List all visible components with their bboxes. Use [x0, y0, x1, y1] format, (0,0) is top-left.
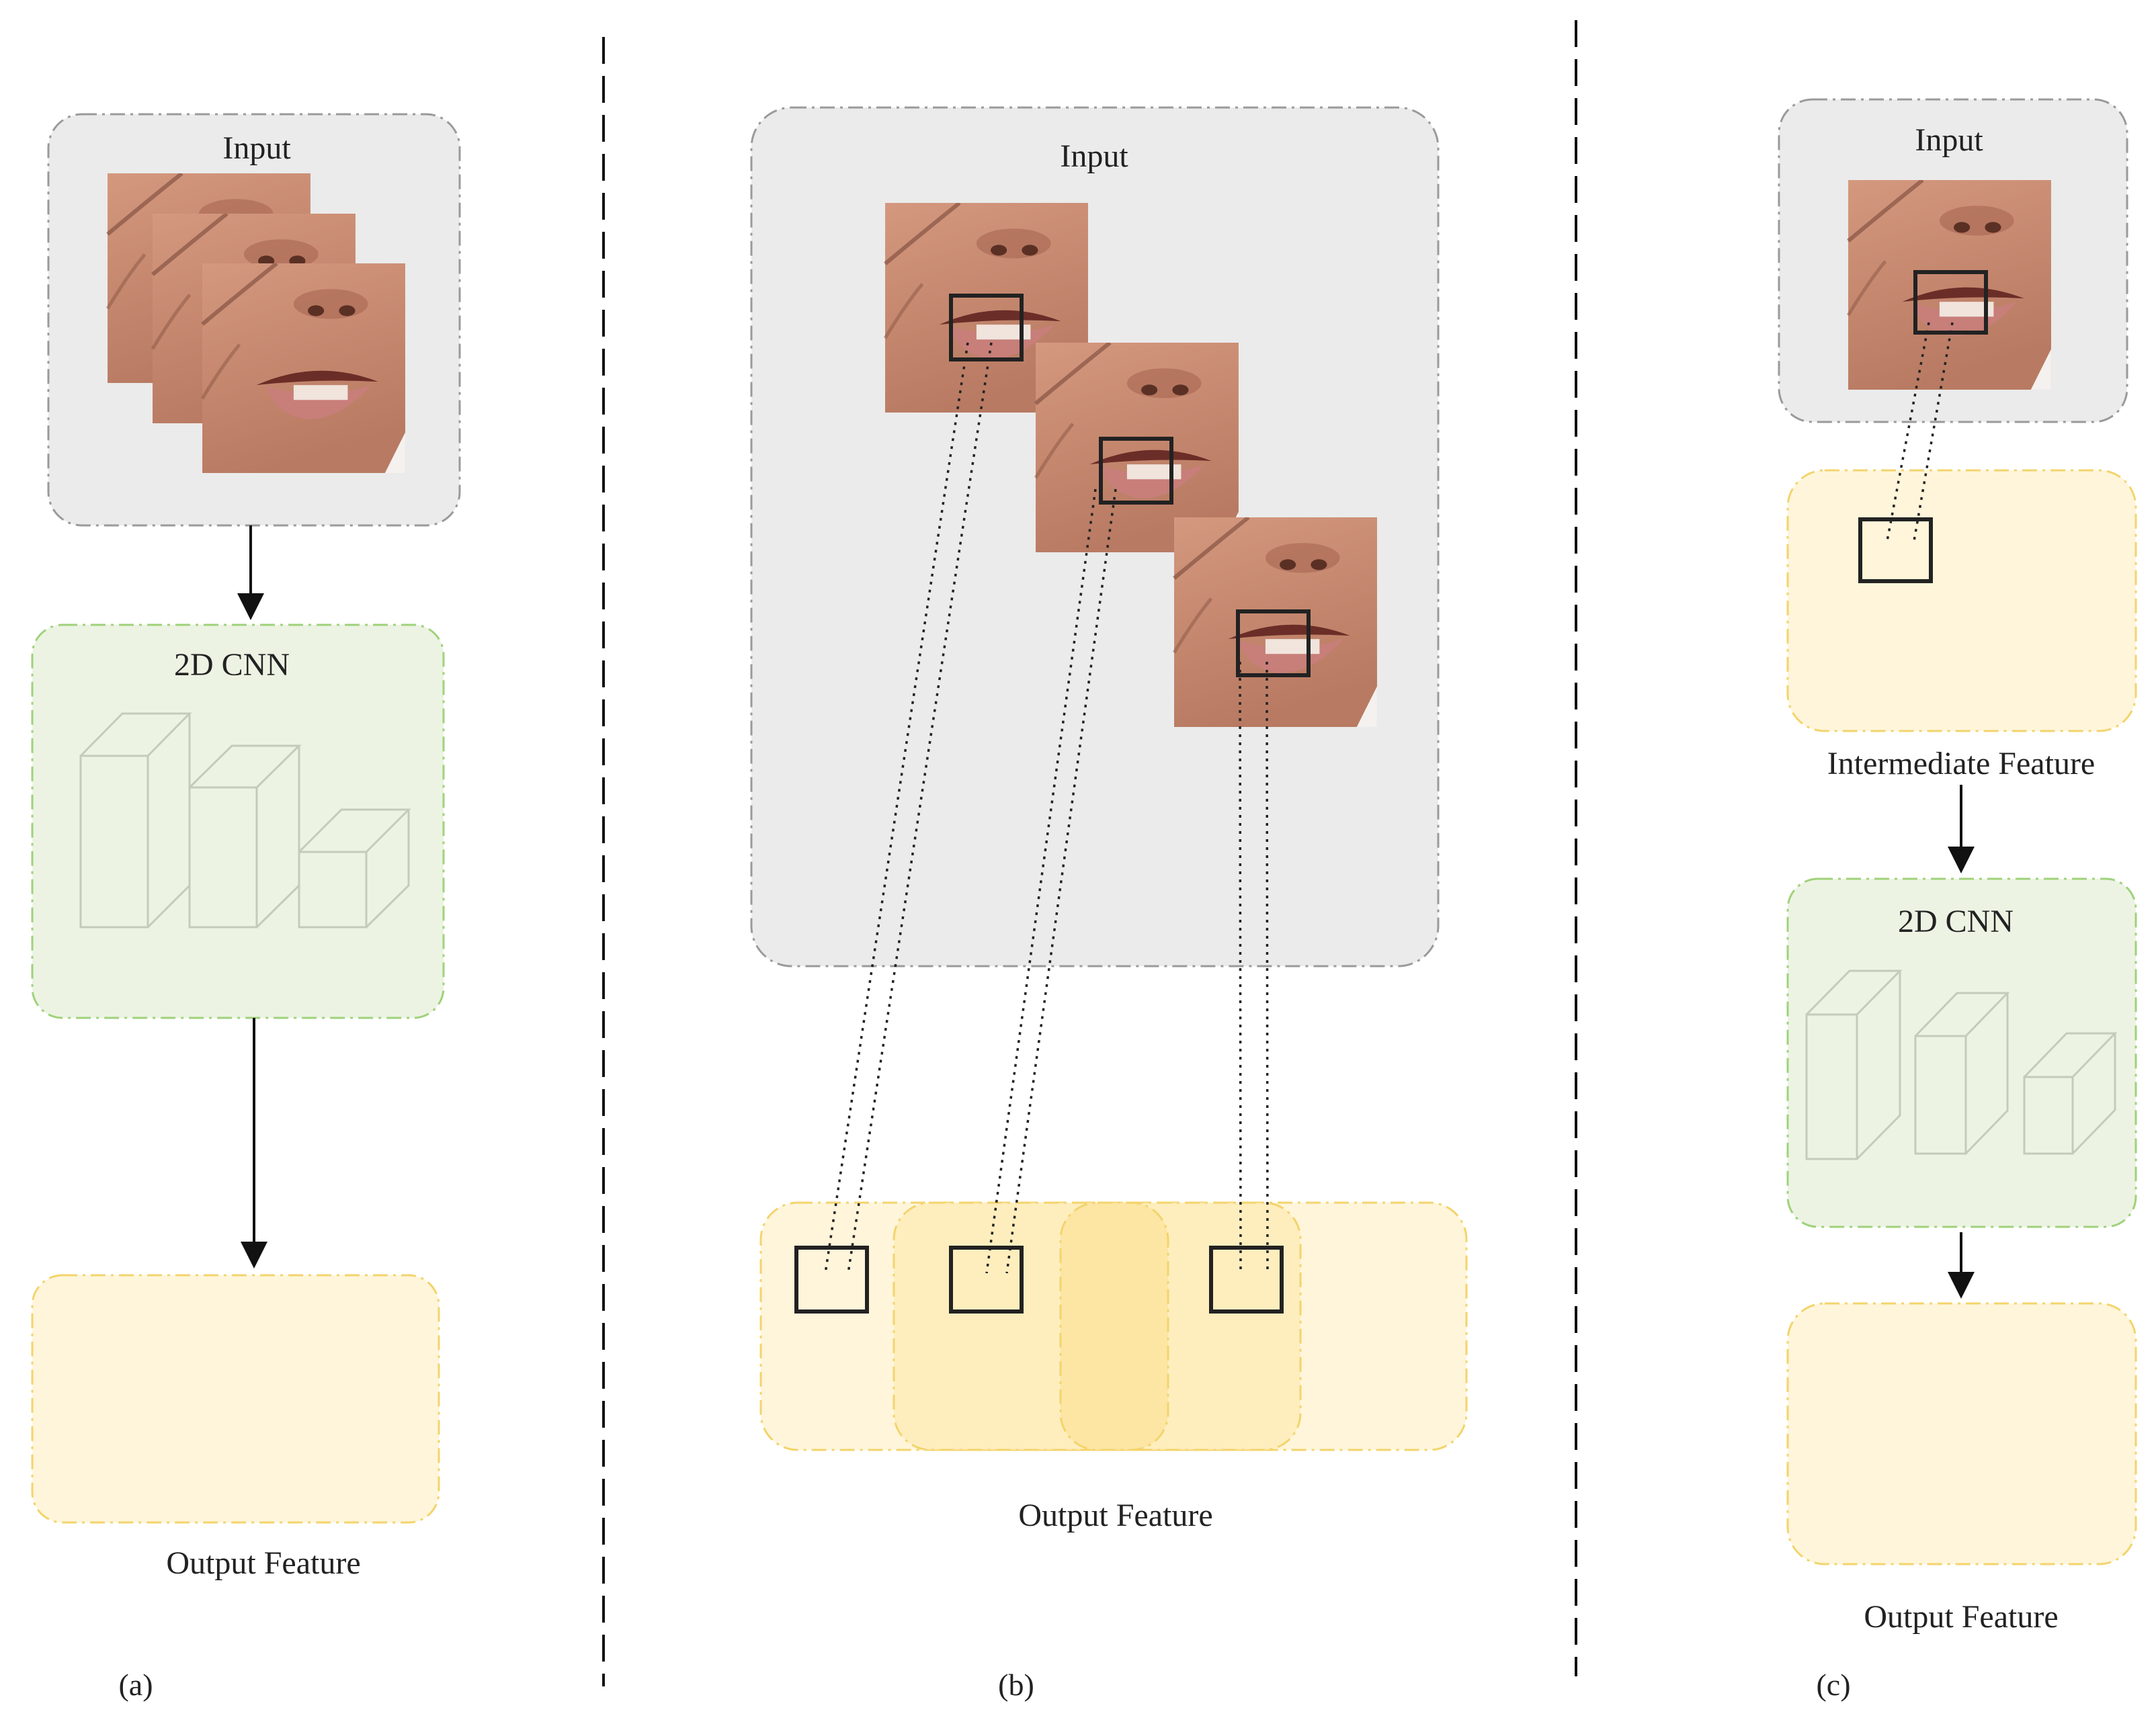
panel-b-caption: (b)	[998, 1668, 1034, 1702]
panel-b-projection-lines	[824, 342, 1269, 1274]
panel-b-output-kernel-3	[1209, 1246, 1284, 1314]
panel-c-output-label: Output Feature	[1864, 1599, 2059, 1635]
panel-a-cnn-label: 2D CNN	[173, 647, 290, 683]
panel-b-kernel-box-2	[1099, 437, 1173, 505]
panel-a-output-box	[31, 1274, 440, 1524]
panel-b-kernel-box-3	[1236, 609, 1311, 677]
panel-c-caption: (c)	[1816, 1668, 1851, 1702]
panel-a-caption: (a)	[118, 1668, 153, 1702]
panel-c-intermediate-box	[1786, 469, 2137, 732]
panel-a-input-label: Input	[222, 130, 291, 166]
panel-b-output-box-core	[1059, 1201, 1169, 1451]
panel-c-input-frame	[1848, 180, 2051, 390]
panel-c-intermediate-label: Intermediate Feature	[1827, 746, 2096, 781]
panel-b-output-kernel-1	[794, 1246, 869, 1314]
panel-c-kernel-box-intermediate	[1858, 517, 1933, 583]
panel-b-input-frame-3	[1174, 517, 1377, 727]
panel-b-input-label: Input	[1060, 138, 1128, 174]
panel-c-cnn-block-icon	[1805, 970, 2118, 1160]
panel-b-output-kernel-2	[949, 1246, 1024, 1314]
panel-c-cnn-label: 2D CNN	[1897, 904, 2014, 939]
panel-b-output-label: Output Feature	[1018, 1498, 1213, 1533]
panel-a-input-frame-3	[202, 263, 405, 473]
panel-c-input-label: Input	[1915, 122, 1983, 158]
panel-a-output-label: Output Feature	[166, 1545, 361, 1581]
panel-a-cnn-block-icon	[79, 712, 411, 929]
panel-a-cnn-box	[31, 624, 445, 1019]
panel-b-kernel-box-1	[949, 294, 1024, 361]
panel-c-output-box	[1786, 1302, 2137, 1565]
